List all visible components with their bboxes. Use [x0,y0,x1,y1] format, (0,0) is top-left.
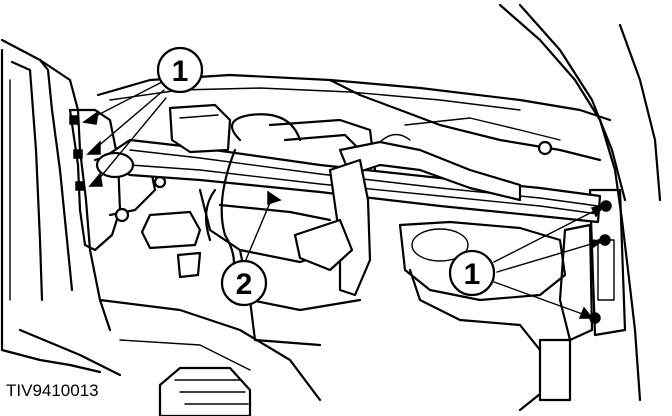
bolt-icon [69,115,79,125]
callout-1-top-left: 1 [156,46,204,94]
floor-tunnel [18,298,322,416]
right-door-frame [498,3,662,402]
right-support-strap [293,133,522,297]
callout-2-center: 2 [220,259,268,307]
arrow-head-icon [88,172,103,187]
figure-code: TIV9410013 [6,381,99,400]
left-door-frame [0,38,112,374]
blower-assembly [398,220,572,412]
arrow-head-icon [578,306,594,319]
arrow-head-icon [589,239,605,250]
bolt-icon [75,181,85,191]
leader-lines [82,81,606,319]
bolt-icon [599,234,611,246]
arrow-head-icon [590,203,606,218]
steering-column-bracket [168,103,232,154]
arrow-head-icon [86,140,101,155]
bolt-icon [73,149,83,159]
arrow-head-icon [82,110,100,125]
wiring-harness [140,113,302,282]
arrow-head-icon [267,190,282,206]
callout-1-right: 1 [448,249,496,297]
callout-label: 1 [172,55,189,88]
callout-label: 1 [464,258,481,291]
callout-label: 2 [236,268,253,301]
